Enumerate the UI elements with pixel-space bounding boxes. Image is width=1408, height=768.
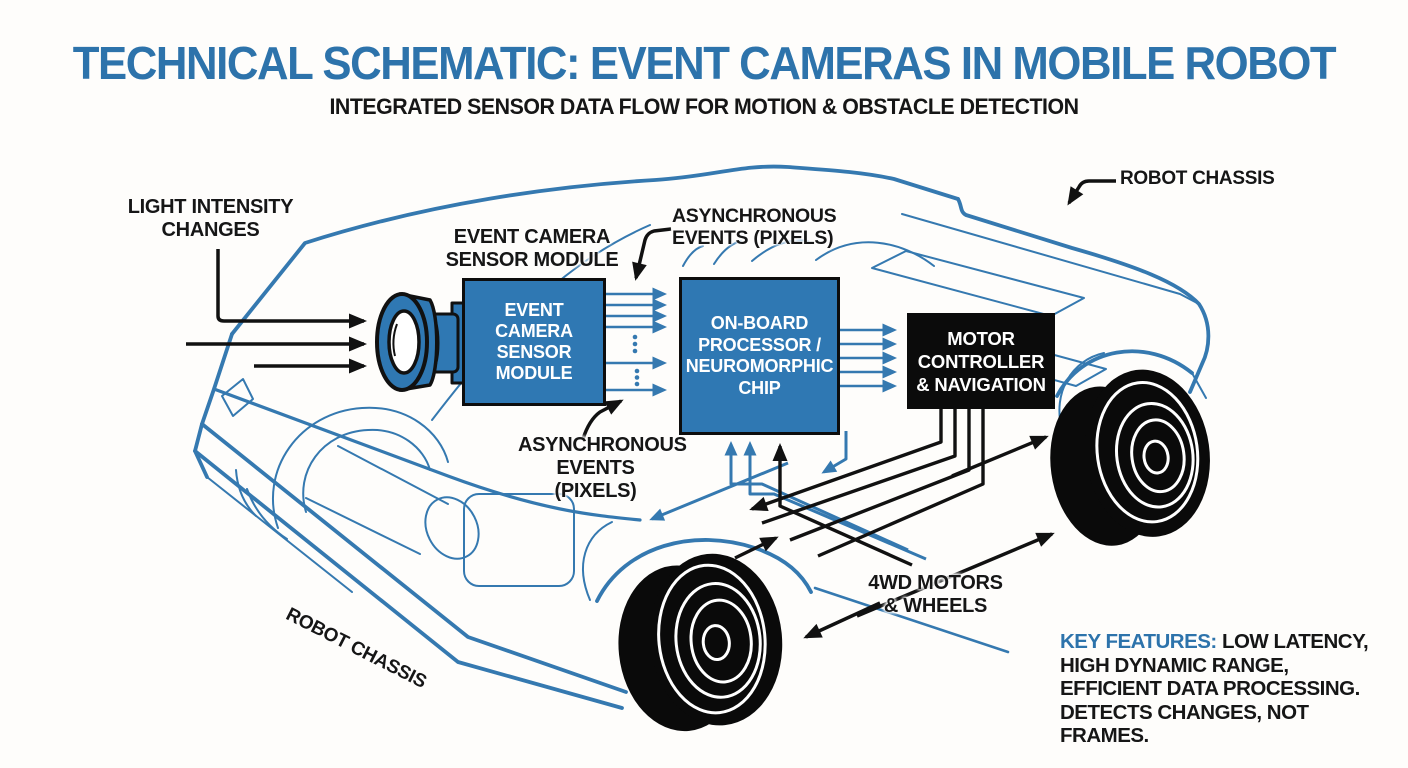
async-events-top-label: ASYNCHRONOUS EVENTS (PIXELS) [672,205,837,250]
event-ellipsis-dots [632,334,640,387]
4wd-to-front-wheel [803,601,881,639]
motor-feedback-lines [734,409,1049,567]
light-intensity-label: LIGHT INTENSITY CHANGES [127,196,294,241]
key-features-note: KEY FEATURES: LOW LATENCY, HIGH DYNAMIC … [1060,630,1390,748]
light-ray-arrows [186,249,367,374]
page-subtitle: INTEGRATED SENSOR DATA FLOW FOR MOTION &… [329,94,1079,119]
key-features-line2: HIGH DYNAMIC RANGE, [1060,653,1289,677]
key-features-heading: KEY FEATURES: [1060,630,1217,653]
motor-controller-box: MOTOR CONTROLLER & NAVIGATION [907,313,1055,409]
page-title: TECHNICAL SCHEMATIC: EVENT CAMERAS IN MO… [72,37,1337,89]
event-camera-sensor-module-box: EVENT CAMERA SENSOR MODULE [462,278,606,406]
processor-to-motor-arrows [838,323,897,393]
4wd-to-rear-wheel [856,532,1055,618]
key-features-line4: DETECTS CHANGES, NOT FRAMES. [1060,700,1309,748]
robot-chassis-top-leader [1067,179,1116,206]
robot-chassis-top-label: ROBOT CHASSIS [1120,168,1275,189]
wheel-drive-lines [649,431,927,561]
onboard-processor-box: ON-BOARD PROCESSOR / NEUROMORPHIC CHIP [679,277,840,435]
front-wheel [618,553,783,732]
label-leader-lines [581,179,1116,639]
sensor-to-processor-arrows [601,287,667,397]
rear-wheel [1050,369,1210,546]
key-features-line1: KEY FEATURES: LOW LATENCY, [1060,630,1369,653]
async-top-leader [632,227,672,281]
async-bottom-leader [581,399,624,440]
sensor-module-caption: EVENT CAMERA SENSOR MODULE [445,226,619,271]
camera-lens-icon [375,292,474,392]
async-events-bottom-label: ASYNCHRONOUS EVENTS (PIXELS) [518,434,687,502]
key-features-line3: EFFICIENT DATA PROCESSING. [1060,677,1360,700]
wheels-label: 4WD MOTORS & WHEELS [868,572,1003,617]
